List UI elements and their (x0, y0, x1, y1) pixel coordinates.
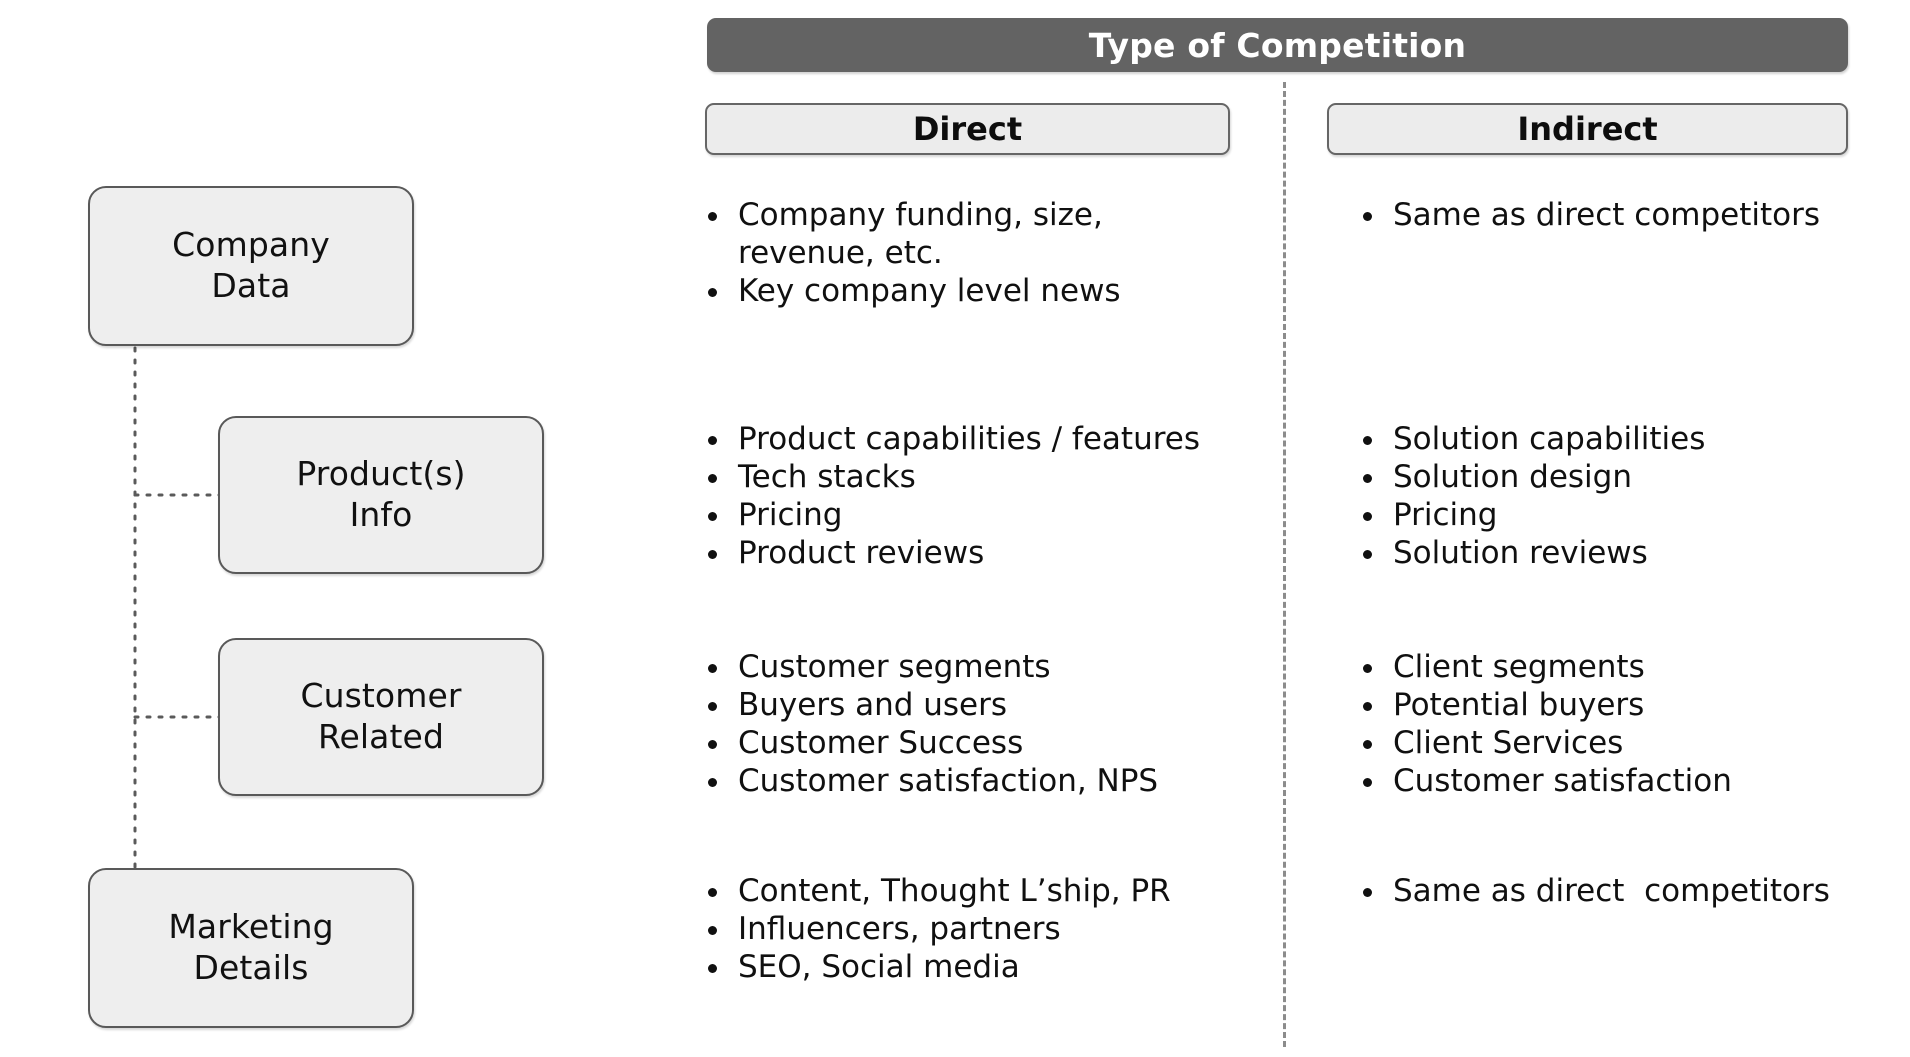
bullet-item: Pricing (700, 496, 1260, 534)
category-box-marketing[interactable]: Marketing Details (88, 868, 414, 1028)
category-label-marketing: Marketing Details (168, 907, 334, 987)
bullet-item: Same as direct competitors (1355, 872, 1875, 910)
bullet-item: Content, Thought L’ship, PR (700, 872, 1260, 910)
category-label-company: Company Data (172, 225, 330, 305)
bullet-item: Same as direct competitors (1355, 196, 1875, 234)
category-box-product[interactable]: Product(s) Info (218, 416, 544, 574)
bullet-item: Customer satisfaction (1355, 762, 1875, 800)
bullet-item: Tech stacks (700, 458, 1260, 496)
bullet-item: Buyers and users (700, 686, 1260, 724)
category-tree: Company Data Product(s) Info Customer Re… (0, 0, 600, 1057)
cell-direct-company: Company funding, size,revenue, etc.Key c… (700, 196, 1260, 310)
bullet-item: SEO, Social media (700, 948, 1260, 986)
bullet-item: Client segments (1355, 648, 1875, 686)
bullet-item: Solution design (1355, 458, 1875, 496)
matrix-title-text: Type of Competition (1088, 25, 1467, 65)
category-box-customer[interactable]: Customer Related (218, 638, 544, 796)
bullet-item: Customer satisfaction, NPS (700, 762, 1260, 800)
bullet-item: Company funding, size, (700, 196, 1260, 234)
category-box-company[interactable]: Company Data (88, 186, 414, 346)
bullet-item: Pricing (1355, 496, 1875, 534)
cell-indirect-company: Same as direct competitors (1355, 196, 1875, 234)
bullet-item: Product capabilities / features (700, 420, 1260, 458)
column-header-indirect-label: Indirect (1517, 110, 1658, 148)
bullet-item: Customer Success (700, 724, 1260, 762)
matrix-title-banner: Type of Competition (707, 18, 1848, 72)
bullet-item: Customer segments (700, 648, 1260, 686)
cell-indirect-marketing: Same as direct competitors (1355, 872, 1875, 910)
bullet-list: Same as direct competitors (1355, 872, 1875, 910)
bullet-list: Company funding, size,revenue, etc.Key c… (700, 196, 1260, 310)
bullet-item: Influencers, partners (700, 910, 1260, 948)
bullet-item: Potential buyers (1355, 686, 1875, 724)
column-header-indirect[interactable]: Indirect (1327, 103, 1848, 155)
bullet-item: Key company level news (700, 272, 1260, 310)
category-label-customer: Customer Related (300, 676, 462, 756)
bullet-item: revenue, etc. (738, 235, 943, 271)
bullet-item: Solution capabilities (1355, 420, 1875, 458)
bullet-item: Client Services (1355, 724, 1875, 762)
column-header-direct-label: Direct (912, 110, 1023, 148)
column-divider (1283, 82, 1286, 1047)
bullet-list: Same as direct competitors (1355, 196, 1875, 234)
category-label-product: Product(s) Info (296, 454, 466, 534)
bullet-item: Solution reviews (1355, 534, 1875, 572)
column-header-direct[interactable]: Direct (705, 103, 1230, 155)
bullet-item: Product reviews (700, 534, 1260, 572)
